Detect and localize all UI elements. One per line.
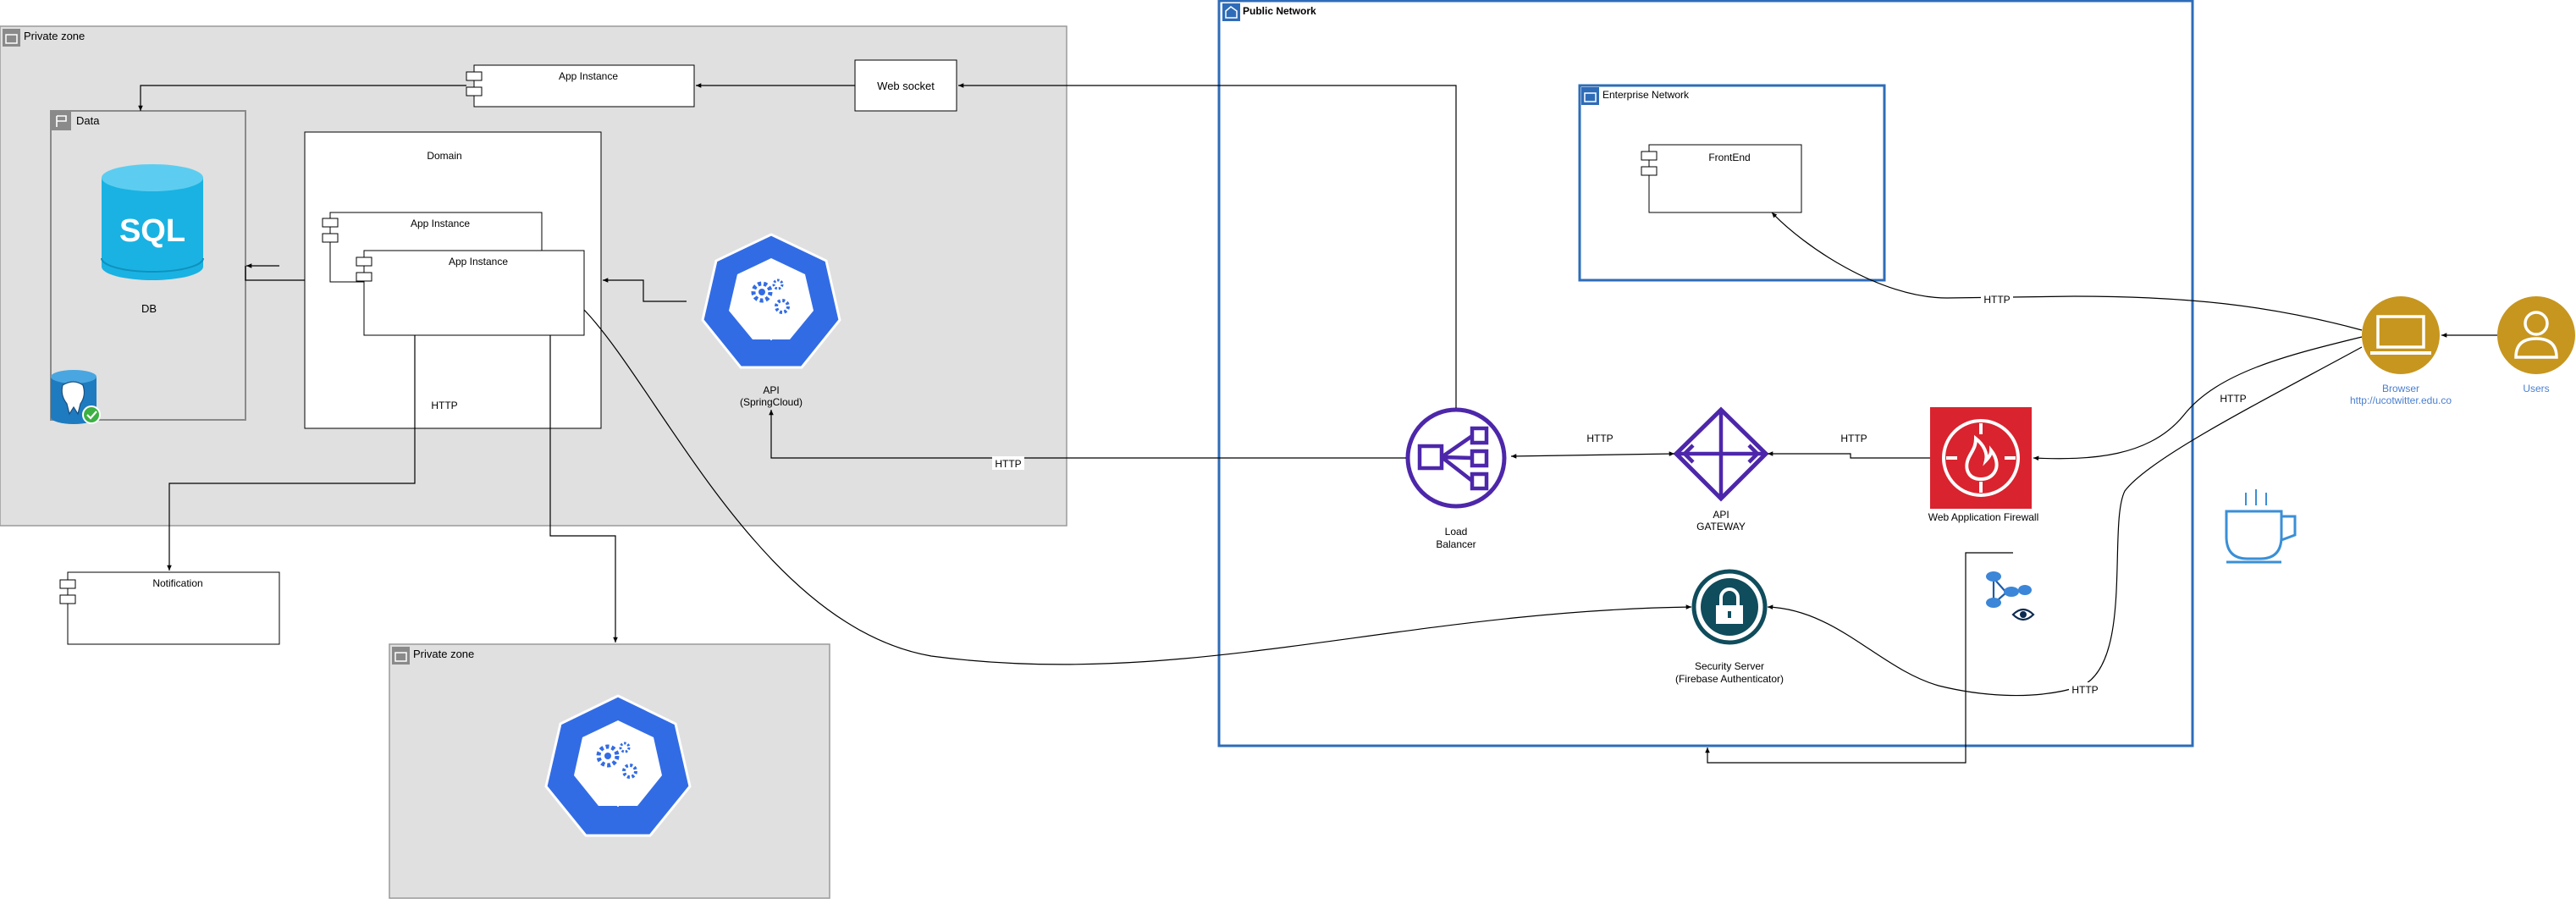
load-balancer-label-1: Load bbox=[1445, 526, 1468, 538]
frontend-box[interactable]: FrontEnd bbox=[1641, 144, 1802, 213]
private-zone-2-icon bbox=[392, 647, 410, 665]
http-label-browser-security: HTTP bbox=[2071, 684, 2098, 696]
edge-browser-to-frontend bbox=[1771, 212, 2363, 331]
api-gateway-icon bbox=[1673, 406, 1769, 502]
data-zone-label: Data bbox=[76, 114, 100, 127]
api-glyph-center: api bbox=[761, 323, 781, 340]
load-balancer-icon bbox=[1405, 407, 1507, 509]
edge-domain-to-data bbox=[245, 266, 305, 281]
api-glyph-bottom: api bbox=[607, 790, 628, 808]
enterprise-network-zone: Enterprise Network bbox=[1578, 84, 1886, 282]
private-zone-label: Private zone bbox=[24, 30, 85, 42]
data-zone: Data bbox=[50, 110, 246, 421]
edge-gateway-lb bbox=[1510, 451, 1675, 459]
api-springcloud-icon: api bbox=[701, 233, 841, 369]
app-instance-domain-1-label: App Instance bbox=[411, 218, 470, 229]
app-instance-top-label: App Instance bbox=[559, 70, 618, 82]
connectors bbox=[138, 83, 2497, 764]
api-gateway-label-2: GATEWAY bbox=[1696, 521, 1746, 532]
edge-waf-to-gateway bbox=[1768, 451, 1930, 459]
waf-icon bbox=[1930, 407, 2032, 509]
public-network-label: Public Network bbox=[1243, 5, 1316, 17]
http-label-lb-gateway: HTTP bbox=[1586, 433, 1613, 444]
http-label-domain: HTTP bbox=[431, 400, 457, 411]
sql-label: SQL bbox=[119, 213, 185, 249]
api-gears-icon bbox=[751, 279, 790, 314]
edge-api-to-domain bbox=[603, 278, 687, 302]
public-network-zone: Public Network bbox=[1217, 0, 2194, 747]
coffee-cup-icon bbox=[2225, 489, 2297, 564]
domain-label: Domain bbox=[427, 150, 461, 162]
edge-app-to-security bbox=[583, 309, 1692, 665]
security-server-label-1: Security Server bbox=[1695, 660, 1764, 672]
app-instance-top[interactable]: App Instance bbox=[466, 64, 695, 108]
http-label-browser-frontend: HTTP bbox=[1983, 294, 2010, 306]
api-icon-bottom: api bbox=[544, 694, 692, 837]
app-instance-domain-2[interactable]: App Instance bbox=[356, 250, 585, 336]
db-label: DB bbox=[141, 302, 157, 315]
app-instance-domain-2-label: App Instance bbox=[449, 256, 508, 267]
web-socket-box[interactable]: Web socket bbox=[854, 59, 957, 112]
notification-box[interactable]: Notification bbox=[59, 571, 280, 645]
browser-label-1: Browser bbox=[2382, 383, 2419, 394]
public-network-icon bbox=[1222, 3, 1240, 21]
web-socket-label: Web socket bbox=[877, 80, 935, 92]
data-zone-icon bbox=[52, 112, 71, 130]
edge-app-to-private-zone-2 bbox=[549, 335, 618, 643]
edge-labels: HTTP HTTP HTTP HTTP HTTP HTTP HTTP bbox=[428, 292, 2249, 696]
security-server-label-2: (Firebase Authenticator) bbox=[1675, 673, 1784, 685]
edge-browser-to-waf bbox=[2033, 336, 2363, 461]
network-monitor-icon bbox=[1986, 571, 2035, 621]
load-balancer-label-2: Balancer bbox=[1436, 538, 1476, 550]
waf-label: Web Application Firewall bbox=[1928, 511, 2039, 523]
security-server-icon bbox=[1691, 569, 1768, 645]
browser-icon bbox=[2362, 296, 2440, 374]
edge-browser-to-security bbox=[1767, 346, 2363, 697]
private-zone-icon bbox=[3, 29, 20, 47]
http-label-gateway-waf: HTTP bbox=[1840, 433, 1867, 444]
edge-monitor-to-public-network bbox=[1705, 552, 2013, 764]
http-label-browser-waf: HTTP bbox=[2220, 393, 2246, 405]
enterprise-network-icon bbox=[1581, 87, 1599, 105]
users-icon bbox=[2497, 296, 2575, 374]
edge-lb-to-api bbox=[769, 410, 1406, 459]
edge-app-to-notification bbox=[167, 335, 416, 571]
enterprise-network-label: Enterprise Network bbox=[1602, 89, 1690, 101]
frontend-label: FrontEnd bbox=[1708, 152, 1750, 163]
http-label-lb-api: HTTP bbox=[995, 458, 1021, 470]
api-center-label-2: (SpringCloud) bbox=[740, 396, 803, 408]
api-center-label-1: API bbox=[763, 384, 779, 396]
browser-label-2: http://ucotwitter.edu.co bbox=[2350, 394, 2452, 406]
private-zone-2-label: Private zone bbox=[413, 648, 474, 660]
notification-label: Notification bbox=[152, 577, 202, 589]
postgres-icon bbox=[51, 370, 101, 424]
edge-lb-to-websocket bbox=[958, 83, 1457, 408]
sql-database-icon: SQL bbox=[101, 164, 204, 280]
users-label: Users bbox=[2523, 383, 2549, 394]
api-gateway-label-1: API bbox=[1713, 509, 1729, 521]
edge-app-top-to-data bbox=[138, 85, 466, 111]
